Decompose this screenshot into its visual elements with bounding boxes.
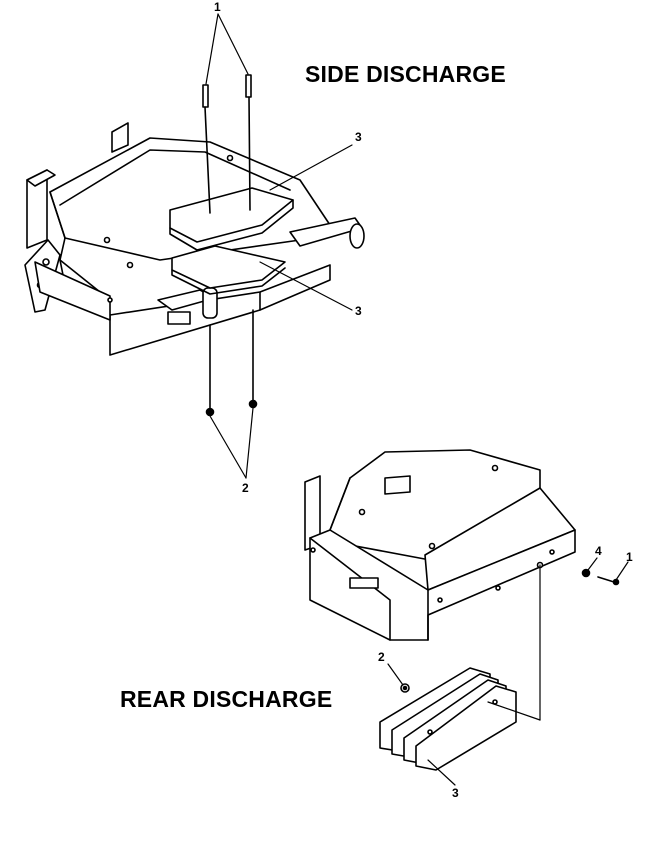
- callout-rear-washer: 4: [595, 544, 602, 558]
- rear-discharge-title: REAR DISCHARGE: [120, 686, 333, 712]
- side-baffle-upper: [169, 187, 294, 251]
- side-bolts: [202, 74, 252, 214]
- rear-leader-lines: [387, 557, 629, 786]
- side-discharge-title: SIDE DISCHARGE: [305, 61, 506, 87]
- callout-side-bolts: 1: [214, 0, 221, 14]
- rear-discharge-deck: [304, 449, 576, 641]
- side-nuts: [205, 309, 258, 417]
- side-discharge-deck: [24, 122, 365, 356]
- callout-rear-baffle: 3: [452, 786, 459, 800]
- side-baffle-lower: [171, 245, 286, 295]
- callout-side-nuts: 2: [242, 481, 249, 495]
- side-leader-lines: [205, 13, 353, 479]
- rear-baffle: [379, 667, 517, 771]
- callout-rear-bolt: 1: [626, 550, 633, 564]
- callout-rear-nut: 2: [378, 650, 385, 664]
- callout-side-baffle-bottom: 3: [355, 304, 362, 318]
- callout-side-baffle-top: 3: [355, 130, 362, 144]
